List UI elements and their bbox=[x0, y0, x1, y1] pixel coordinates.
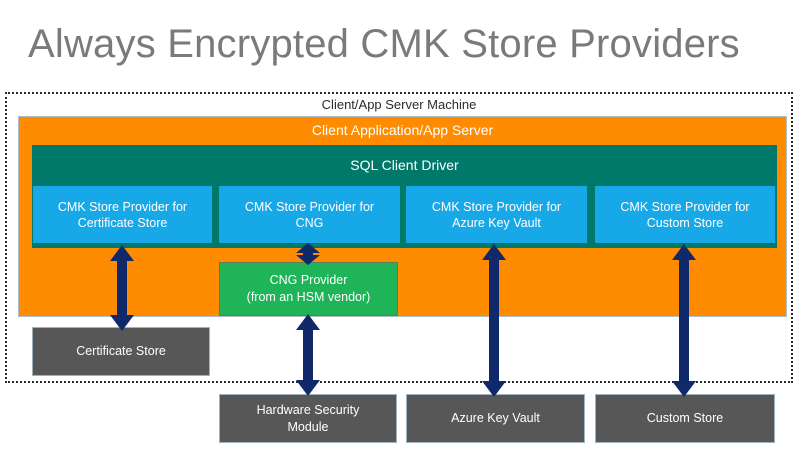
arrow-cng-provider-to-cng-store-provider bbox=[294, 242, 322, 266]
azure-key-vault-box: Azure Key Vault bbox=[406, 394, 585, 443]
arrow-akv-provider-to-azure-key-vault bbox=[480, 243, 508, 398]
cmk-store-provider-azure-key-vault: CMK Store Provider for Azure Key Vault bbox=[406, 186, 587, 243]
cng-provider-label-line2: (from an HSM vendor) bbox=[246, 290, 371, 304]
store-label: Custom Store bbox=[646, 411, 724, 425]
provider-label-line1: CMK Store Provider for bbox=[431, 199, 562, 214]
page-title: Always Encrypted CMK Store Providers bbox=[28, 22, 740, 66]
client-app-server-machine-label: Client/App Server Machine bbox=[321, 97, 477, 112]
hardware-security-module-box: Hardware Security Module bbox=[219, 394, 397, 443]
arrow-cert-provider-to-certificate-store bbox=[108, 244, 136, 332]
provider-label-line1: CMK Store Provider for bbox=[620, 199, 750, 214]
certificate-store-box: Certificate Store bbox=[32, 327, 210, 376]
cmk-store-provider-cng: CMK Store Provider for CNG bbox=[219, 186, 400, 243]
store-label-line2: Module bbox=[287, 419, 329, 434]
cmk-store-provider-custom-store: CMK Store Provider for Custom Store bbox=[595, 186, 775, 243]
provider-label-line2: Certificate Store bbox=[77, 215, 168, 230]
store-label: Azure Key Vault bbox=[451, 411, 540, 425]
provider-label-line2: CNG bbox=[295, 215, 324, 230]
provider-label-line2: Custom Store bbox=[646, 215, 724, 230]
store-label-line1: Hardware Security bbox=[256, 402, 360, 417]
cmk-store-provider-certificate-store: CMK Store Provider for Certificate Store bbox=[33, 186, 212, 243]
arrow-custom-provider-to-custom-store bbox=[670, 243, 698, 398]
cng-provider-label-line1: CNG Provider bbox=[269, 273, 348, 287]
cng-provider-box: CNG Provider (from an HSM vendor) bbox=[219, 262, 398, 316]
client-application-app-server-label: Client Application/App Server bbox=[311, 122, 494, 138]
provider-label-line2: Azure Key Vault bbox=[452, 215, 541, 230]
provider-label-line1: CMK Store Provider for bbox=[57, 199, 188, 214]
custom-store-box: Custom Store bbox=[595, 394, 775, 443]
client-app-server-machine-boundary bbox=[5, 92, 793, 383]
store-label: Certificate Store bbox=[76, 344, 166, 358]
sql-client-driver-label: SQL Client Driver bbox=[350, 157, 459, 173]
provider-label-line1: CMK Store Provider for bbox=[244, 199, 375, 214]
arrow-cng-provider-to-hardware-security-module bbox=[294, 313, 322, 397]
